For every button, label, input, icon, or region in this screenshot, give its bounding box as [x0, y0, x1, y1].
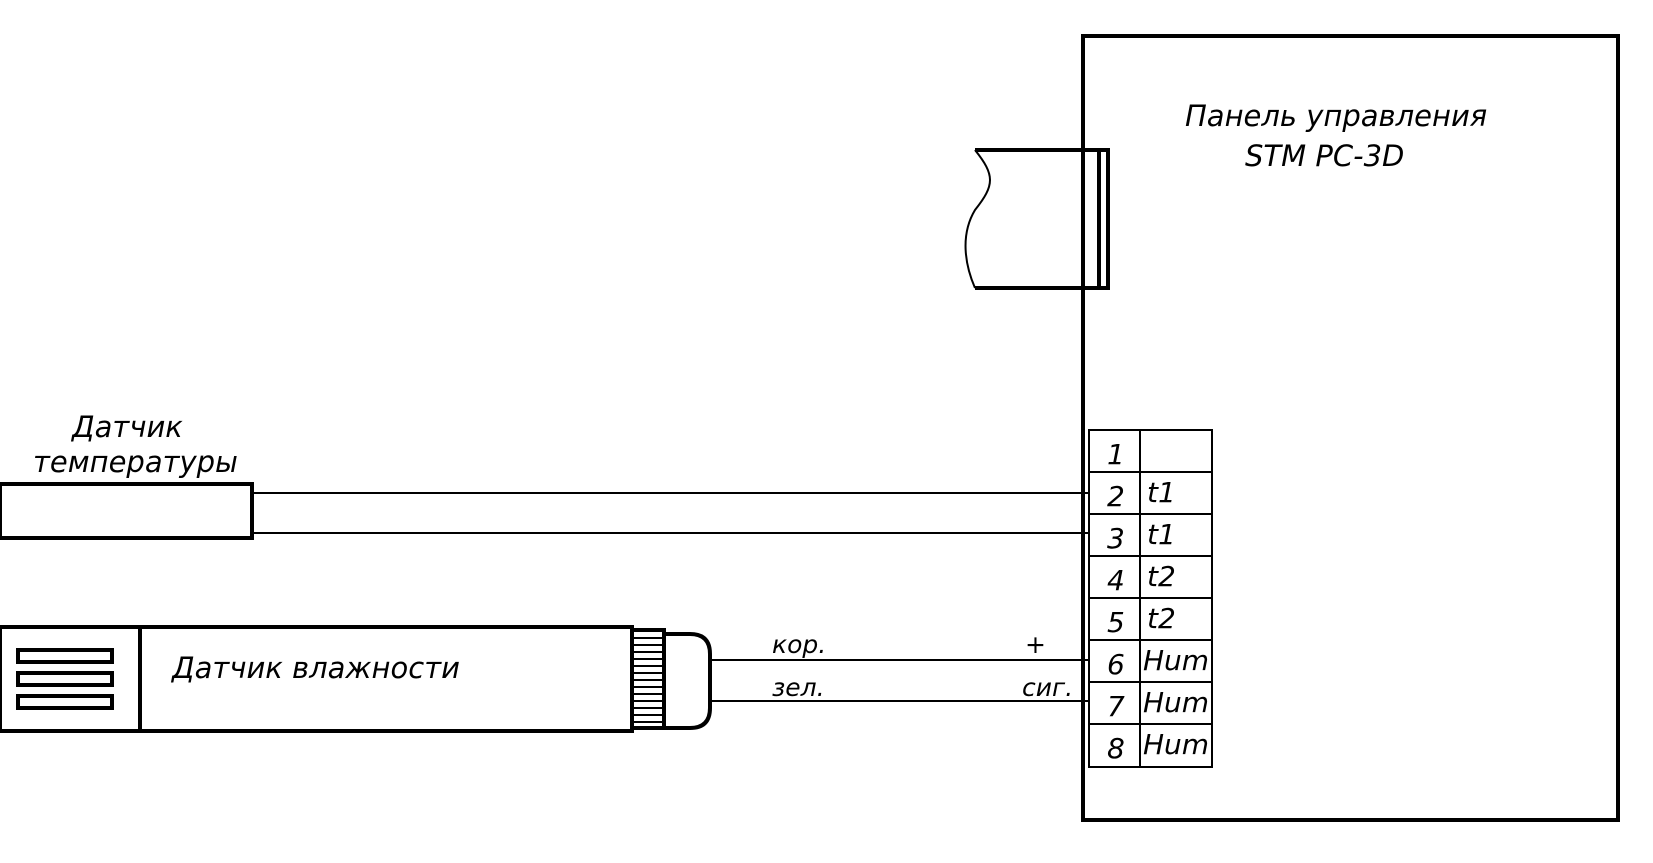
terminal-signal: Hum — [1143, 644, 1209, 677]
vent-slot-icon — [16, 648, 114, 664]
temperature-sensor — [0, 482, 254, 540]
cable-entry — [964, 148, 1110, 290]
control-panel-box — [1081, 34, 1620, 822]
temp-sensor-label-line2: температуры — [33, 445, 238, 479]
terminal-signal: Hum — [1143, 686, 1209, 719]
terminal-number: 7 — [1107, 690, 1125, 723]
vent-slot-icon — [16, 671, 114, 687]
wire-polarity-signal: сиг. — [1022, 673, 1073, 702]
humidity-sensor-label: Датчик влажности — [170, 651, 460, 685]
wire-polarity-plus: + — [1025, 630, 1046, 659]
terminal-signal: Hum — [1143, 728, 1209, 761]
terminal-number: 5 — [1107, 606, 1125, 639]
terminal-number: 1 — [1107, 438, 1125, 471]
vent-slot-icon — [16, 694, 114, 710]
terminal-number: 4 — [1107, 564, 1125, 597]
terminal-number: 6 — [1107, 648, 1125, 681]
terminal-signal: t1 — [1147, 518, 1176, 551]
wire-label-green: зел. — [772, 673, 825, 702]
terminal-number: 3 — [1107, 522, 1125, 555]
wire-label-brown: кор. — [772, 630, 826, 659]
panel-title-line1: Панель управления — [1185, 99, 1487, 133]
terminal-number: 8 — [1107, 732, 1125, 765]
humidity-sensor — [0, 625, 712, 733]
terminal-signal: t2 — [1147, 560, 1176, 593]
panel-title-line2: STM PC-3D — [1245, 139, 1404, 173]
terminal-number: 2 — [1107, 480, 1125, 513]
terminal-block: 1 2 t1 3 t1 4 t2 5 t2 6 Hum 7 Hum 8 Hum — [1088, 429, 1213, 768]
terminal-signal: t1 — [1147, 476, 1176, 509]
terminal-signal: t2 — [1147, 602, 1176, 635]
temp-sensor-label-line1: Датчик — [70, 410, 183, 444]
